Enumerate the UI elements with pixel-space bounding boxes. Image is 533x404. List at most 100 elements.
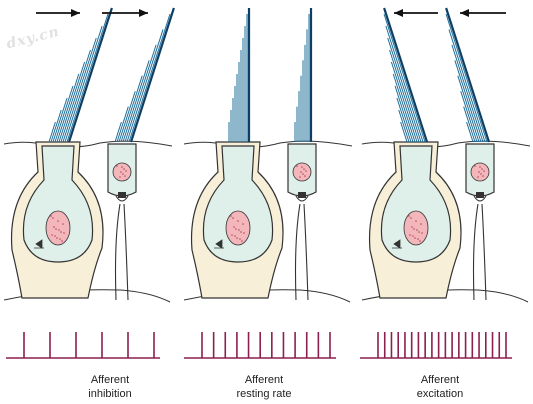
stereocilium	[387, 37, 422, 143]
nucleus-dot	[53, 226, 55, 228]
nucleus-dot	[479, 166, 481, 168]
synapse-bouton	[118, 192, 126, 198]
nucleus-dot	[230, 215, 232, 217]
nucleus-dot	[60, 231, 62, 233]
nucleus-dot	[421, 232, 423, 234]
nucleus-dot	[51, 234, 53, 236]
nucleus-dot	[234, 235, 236, 237]
panel-inhibition	[3, 7, 175, 359]
nucleus-dot	[241, 240, 243, 242]
stereocilium	[396, 97, 412, 143]
nucleus-dot	[296, 165, 298, 167]
nucleus-dot	[411, 226, 413, 228]
kinocilium	[383, 7, 429, 143]
stereocilium	[398, 109, 410, 143]
nucleus	[403, 210, 429, 246]
stereocilium	[385, 25, 424, 143]
stereocilium	[463, 106, 476, 143]
deflection-arrow	[36, 9, 148, 17]
panel-excitation	[360, 7, 531, 359]
stereocilium	[400, 121, 408, 143]
nucleus-dot	[58, 229, 60, 231]
spike-train	[184, 332, 336, 359]
stereocilium	[114, 121, 122, 143]
stereocilium	[394, 85, 414, 143]
nucleus	[292, 162, 312, 182]
nucleus-dot	[232, 217, 234, 219]
nucleus-dot	[240, 231, 242, 233]
nucleus-dot	[242, 223, 244, 225]
stereocilium	[460, 90, 478, 143]
type-i-hair-cell	[202, 145, 274, 263]
arrow-head	[139, 9, 148, 17]
nucleus	[45, 210, 71, 246]
nucleus-dot	[302, 173, 304, 175]
hair-bundle-type-i	[383, 7, 429, 143]
nucleus-dot	[300, 171, 302, 173]
hair-bundle-type-ii	[294, 8, 313, 142]
nucleus-dot	[243, 232, 245, 234]
nucleus-dot	[123, 168, 125, 170]
nucleus-dot	[62, 223, 64, 225]
nucleus-dot	[57, 220, 59, 222]
nucleus-dot	[477, 176, 479, 178]
nucleus-dot	[239, 238, 241, 240]
caption-line-2: excitation	[416, 388, 464, 400]
nucleus-dot	[415, 220, 417, 222]
nucleus-dot	[125, 170, 127, 172]
nucleus-dot	[412, 235, 414, 237]
nucleus-dot	[419, 240, 421, 242]
nucleus-dot	[418, 231, 420, 233]
nucleus-dot	[119, 176, 121, 178]
nucleus-dot	[116, 165, 118, 167]
caption-resting: Afferent resting rate	[194, 373, 334, 401]
apical-surface	[361, 140, 531, 148]
nucleus-dot	[238, 229, 240, 231]
stereocilium	[454, 60, 482, 143]
nucleus-dot	[56, 237, 58, 239]
stereocilium	[445, 13, 488, 143]
hair-bundle-type-ii	[445, 7, 491, 143]
nucleus	[225, 210, 251, 246]
arrow-head	[71, 9, 80, 17]
nucleus-dot	[63, 232, 65, 234]
nucleus-dot	[59, 238, 61, 240]
nucleus-dot	[413, 228, 415, 230]
stereocilium	[451, 44, 484, 143]
caption-line-2: resting rate	[236, 388, 292, 400]
nucleus-dot	[480, 173, 482, 175]
caption-inhibition: Afferent inhibition	[40, 373, 180, 401]
nucleus-dot	[122, 173, 124, 175]
panel-resting	[183, 8, 353, 359]
kinocilium	[129, 7, 175, 143]
deflection-arrow	[394, 9, 506, 17]
apical-surface	[183, 140, 353, 148]
stereocilium	[58, 61, 86, 143]
nucleus-dot	[417, 238, 419, 240]
arrow-head	[460, 9, 469, 17]
apical-surface	[3, 140, 173, 148]
stereocilium	[64, 25, 103, 143]
stereocilium	[392, 73, 416, 143]
caption-line-1: Afferent	[90, 374, 130, 386]
nucleus-dot	[474, 165, 476, 167]
stereocilium	[466, 121, 474, 143]
nerve-fibre	[294, 195, 309, 301]
hair-bundle-type-i	[48, 7, 113, 143]
nucleus-dot	[233, 226, 235, 228]
spike-train	[6, 332, 160, 359]
type-i-hair-cell	[22, 145, 94, 263]
nucleus-dot	[481, 168, 483, 170]
nucleus-dot	[420, 223, 422, 225]
caption-excitation: Afferent excitation	[370, 373, 510, 401]
synapse-bouton	[298, 192, 306, 198]
caption-line-2: inhibition	[88, 388, 132, 400]
synapse-ribbon	[214, 239, 224, 249]
stereocilium	[118, 90, 136, 143]
kinocilium	[67, 7, 113, 143]
stereocilium	[60, 49, 91, 143]
nucleus-dot	[52, 217, 54, 219]
nucleus-dot	[416, 229, 418, 231]
synapse-bouton	[476, 192, 484, 198]
